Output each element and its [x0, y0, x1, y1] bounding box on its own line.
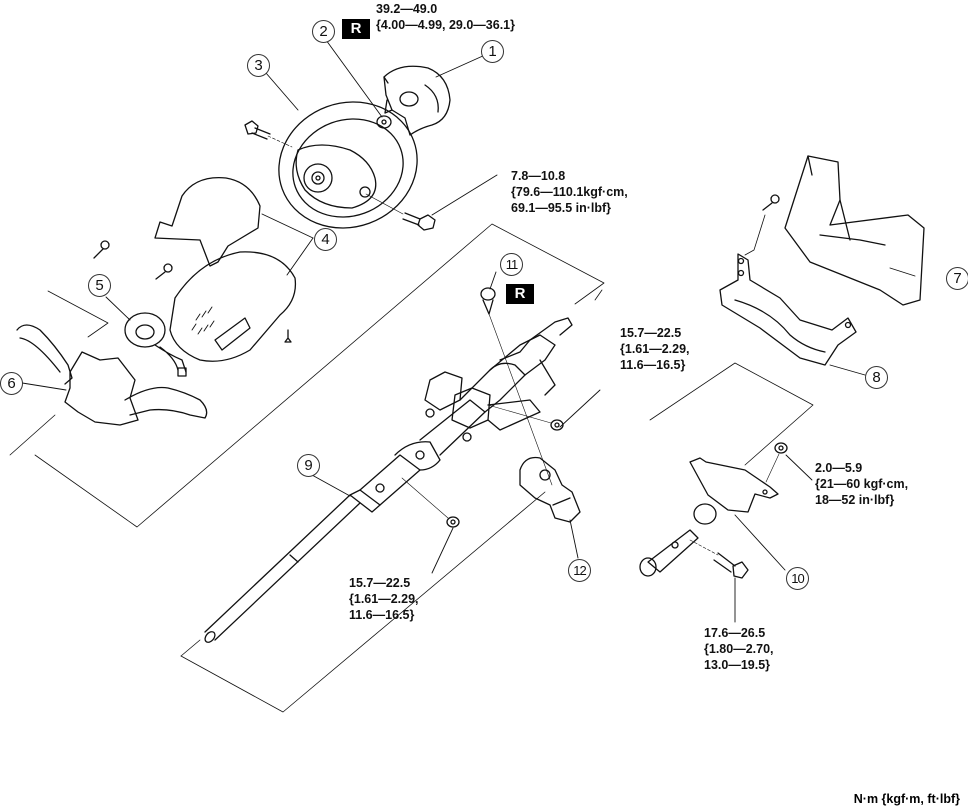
- torque-line: 11.6—16.5}: [349, 608, 415, 622]
- torque-line: 7.8—10.8: [511, 169, 566, 183]
- group-outline-column: [180, 491, 546, 713]
- torque-line: 18—52 in·lbf}: [815, 493, 895, 507]
- torque-spec-column-lower: 15.7—22.5 {1.61—2.29, 11.6—16.5}: [349, 575, 419, 623]
- torque-spec-joint-bolt: 17.6—26.5 {1.80—2.70, 13.0—19.5}: [704, 625, 774, 673]
- torque-line: 39.2—49.0: [376, 2, 438, 16]
- callout-8: 8: [865, 366, 888, 389]
- torque-line: 11.6—16.5}: [620, 358, 686, 372]
- column-cover-icon: [154, 176, 297, 362]
- screw-icon: [762, 194, 780, 211]
- wheel-bolt-icon: [244, 120, 293, 148]
- torque-line: {79.6—110.1kgf·cm,: [511, 185, 628, 199]
- column-bracket-icon: [424, 339, 556, 442]
- torque-line: {1.80—2.70,: [704, 642, 774, 656]
- torque-line: 15.7—22.5: [620, 326, 682, 340]
- callout-11: 11: [500, 253, 523, 276]
- callout-1: 1: [481, 40, 504, 63]
- shear-bolt-icon: [480, 287, 553, 486]
- torque-line: {4.00—4.99, 29.0—36.1}: [376, 18, 515, 32]
- lock-nut-icon: [376, 115, 392, 129]
- callout-6: 6: [0, 372, 23, 395]
- callout-12: 12: [568, 559, 591, 582]
- screw-icon: [93, 240, 110, 259]
- torque-line: {1.61—2.29,: [349, 592, 419, 606]
- reinforcement-bracket-icon: [719, 253, 857, 366]
- torque-line: 15.7—22.5: [349, 576, 411, 590]
- callout-2: 2: [312, 20, 335, 43]
- group-outline-lock: [649, 362, 814, 466]
- wheel-bolt-lower-icon: [365, 193, 436, 231]
- steering-wheel-icon: [278, 101, 418, 229]
- torque-spec-wheel-bolt: 7.8—10.8 {79.6—110.1kgf·cm, 69.1—95.5 in…: [511, 168, 628, 216]
- callout-9: 9: [297, 454, 320, 477]
- joint-bolt-icon: [689, 539, 749, 579]
- torque-spec-column-upper: 15.7—22.5 {1.61—2.29, 11.6—16.5}: [620, 325, 690, 373]
- replace-badge: R: [342, 19, 370, 39]
- universal-joint-icon: [639, 529, 699, 577]
- torque-line: 69.1—95.5 in·lbf}: [511, 201, 612, 215]
- steering-lock-unit-icon: [689, 457, 779, 525]
- callout-3: 3: [247, 54, 270, 77]
- callout-7: 7: [946, 267, 968, 290]
- callout-5: 5: [88, 274, 111, 297]
- column-nut-upper-icon: [487, 404, 564, 431]
- leader-lines: [15, 39, 916, 623]
- group-outline-left: [9, 223, 605, 528]
- column-nut-lower-icon: [401, 477, 460, 528]
- replace-badge-shear-bolt: R: [506, 284, 534, 304]
- torque-line: 13.0—19.5}: [704, 658, 771, 672]
- torque-line: 2.0—5.9: [815, 461, 863, 475]
- torque-line: 17.6—26.5: [704, 626, 766, 640]
- group-outline-shroud: [594, 214, 766, 301]
- torque-line: {1.61—2.29,: [620, 342, 690, 356]
- lower-panel-icon: [784, 155, 925, 306]
- screw-icon: [155, 263, 173, 280]
- clock-spring-icon: [124, 312, 187, 377]
- units-note: N·m {kgf·m, ft·lbf}: [853, 792, 960, 806]
- steering-lock-icon: [519, 456, 581, 523]
- torque-spec-nut: 39.2—49.0 {4.00—4.99, 29.0—36.1}: [376, 1, 515, 33]
- torque-spec-lock-nut: 2.0—5.9 {21—60 kgf·cm, 18—52 in·lbf}: [815, 460, 908, 508]
- air-bag-module-icon: [383, 65, 451, 136]
- lock-unit-nut-icon: [765, 442, 788, 483]
- combination-switch-icon: [16, 324, 208, 426]
- torque-line: {21—60 kgf·cm,: [815, 477, 909, 491]
- callout-10: 10: [786, 567, 809, 590]
- steering-shaft-icon: [204, 317, 573, 643]
- callout-4: 4: [314, 228, 337, 251]
